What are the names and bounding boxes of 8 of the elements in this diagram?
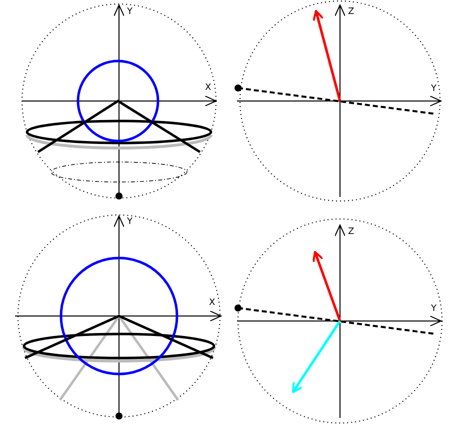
axis-label: Y [431, 304, 436, 314]
axis-label: Y [127, 217, 132, 227]
axis-label: Z [348, 227, 354, 237]
axis-label: Y [127, 7, 132, 17]
axis-label: X [209, 298, 216, 308]
axis-label: X [205, 83, 212, 93]
axis-label: Z [348, 7, 354, 17]
axis-label: Y [431, 84, 436, 94]
